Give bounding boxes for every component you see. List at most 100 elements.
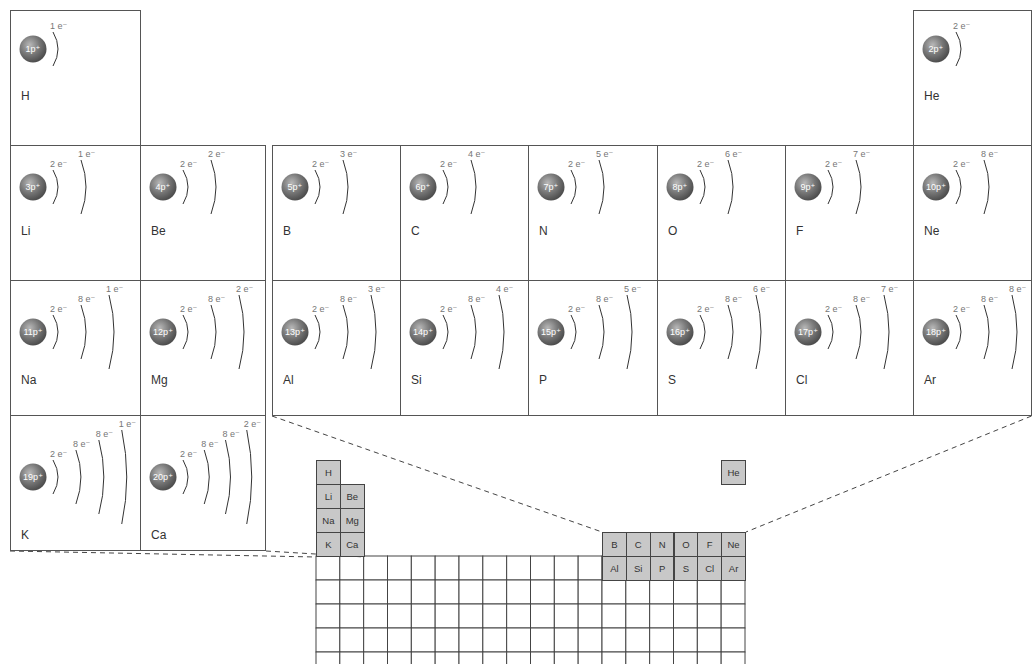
nucleus: 17p⁺ (794, 318, 822, 346)
nucleus: 20p⁺ (149, 463, 177, 491)
table-symbol: B (611, 539, 617, 550)
table-grid-cell (578, 652, 602, 664)
nucleus-circle (20, 36, 47, 63)
electron-count: 2 e⁻ (236, 284, 253, 294)
element-cell: 2 e⁻4 e⁻C6p⁺ (400, 145, 529, 281)
electron-count: 2 e⁻ (825, 304, 842, 314)
element-cell: 2 e⁻3 e⁻B5p⁺ (272, 145, 401, 281)
electron-shell (756, 295, 761, 369)
table-cell: O (674, 532, 699, 557)
element-cell: 2 e⁻8 e⁻2 e⁻Mg12p⁺ (140, 280, 266, 416)
table-grid-cell (388, 556, 412, 580)
element-symbol: F (796, 224, 803, 238)
nucleus-circle (150, 174, 177, 201)
table-grid-cell (602, 628, 626, 652)
electron-shell (183, 460, 188, 494)
electron-shell (728, 305, 733, 359)
electron-shells (786, 146, 913, 280)
table-symbol: Ne (727, 539, 739, 550)
table-grid-cell (507, 652, 531, 664)
electron-count: 8 e⁻ (981, 149, 998, 159)
table-grid-cell (340, 580, 364, 604)
table-grid-cell (626, 580, 650, 604)
electron-shell (984, 160, 989, 214)
table-grid-cell (435, 604, 459, 628)
table-grid-cell (697, 628, 721, 652)
electron-shell (247, 430, 252, 524)
element-symbol: Mg (151, 373, 168, 387)
nucleus: 4p⁺ (149, 173, 177, 201)
nucleus-circle (667, 174, 694, 201)
table-grid-cell (578, 580, 602, 604)
table-grid-cell (554, 580, 578, 604)
proton-count: 20p⁺ (153, 472, 173, 482)
electron-count: 6 e⁻ (725, 149, 742, 159)
table-grid-cell (364, 556, 388, 580)
electron-count: 5 e⁻ (624, 284, 641, 294)
proton-count: 9p⁺ (801, 182, 816, 192)
table-symbol: F (707, 539, 713, 550)
element-symbol: Ca (151, 528, 166, 542)
table-grid-cell (459, 652, 483, 664)
proton-count: 18p⁺ (926, 327, 946, 337)
element-symbol: O (668, 224, 677, 238)
nucleus: 18p⁺ (922, 318, 950, 346)
element-symbol: P (539, 373, 547, 387)
proton-count: 15p⁺ (541, 327, 561, 337)
table-grid-cell (626, 556, 650, 580)
table-grid-cell (411, 652, 435, 664)
table-symbol: Na (322, 515, 334, 526)
table-cell: Na (316, 508, 341, 533)
element-symbol: K (21, 528, 29, 542)
zoom-line (272, 416, 602, 532)
electron-shell (856, 305, 861, 359)
electron-shell (599, 160, 604, 214)
table-grid-cell (483, 604, 507, 628)
table-grid-cell (721, 652, 745, 664)
proton-count: 5p⁺ (288, 182, 303, 192)
table-grid-cell (507, 628, 531, 652)
table-grid-cell (388, 604, 412, 628)
table-grid-cell (316, 652, 340, 664)
nucleus-circle (282, 174, 309, 201)
electron-shell (211, 160, 216, 214)
element-cell: 1 e⁻H1p⁺ (10, 10, 141, 146)
table-cell: C (626, 532, 651, 557)
element-cell: 2 e⁻8 e⁻3 e⁻Al13p⁺ (272, 280, 401, 416)
nucleus-circle (923, 36, 950, 63)
table-grid-cell (459, 604, 483, 628)
proton-count: 6p⁺ (416, 182, 431, 192)
table-grid-cell (364, 604, 388, 628)
element-symbol: B (283, 224, 291, 238)
table-grid-cell (602, 580, 626, 604)
table-symbol: N (659, 539, 666, 550)
electron-count: 2 e⁻ (312, 304, 329, 314)
table-grid-cell (531, 604, 555, 628)
proton-count: 1p⁺ (26, 44, 41, 54)
table-grid-cell (650, 628, 674, 652)
nucleus: 10p⁺ (922, 173, 950, 201)
nucleus: 19p⁺ (19, 463, 47, 491)
electron-shells (273, 146, 400, 280)
table-grid-cell (697, 580, 721, 604)
table-grid-cell (650, 556, 674, 580)
electron-shell (122, 430, 127, 524)
electron-shell (700, 315, 705, 349)
electron-shells (11, 146, 140, 280)
electron-shell (239, 295, 244, 369)
element-cell: 2 e⁻8 e⁻8 e⁻Ar18p⁺ (913, 280, 1032, 416)
proton-count: 16p⁺ (670, 327, 690, 337)
electron-count: 2 e⁻ (440, 304, 457, 314)
electron-count: 2 e⁻ (50, 159, 67, 169)
electron-count: 6 e⁻ (753, 284, 770, 294)
proton-count: 3p⁺ (26, 182, 41, 192)
table-cell: He (721, 460, 746, 485)
electron-shell (81, 305, 86, 359)
nucleus: 13p⁺ (281, 318, 309, 346)
proton-count: 13p⁺ (285, 327, 305, 337)
table-grid-cell (435, 556, 459, 580)
table-grid-cell (626, 628, 650, 652)
table-grid-cell (316, 604, 340, 628)
electron-shells (658, 146, 785, 280)
electron-count: 3 e⁻ (368, 284, 385, 294)
